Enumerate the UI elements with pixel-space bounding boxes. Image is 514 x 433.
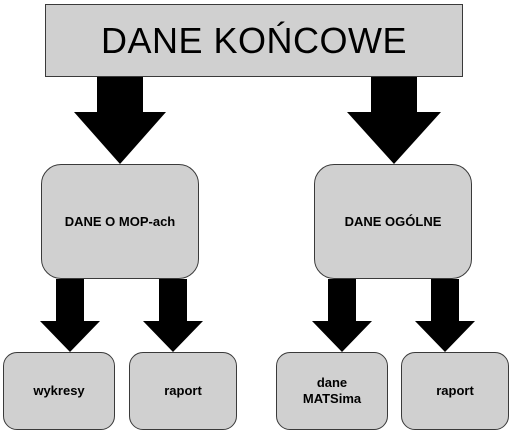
leaf-box-wykresy: wykresy <box>3 352 115 430</box>
arrow-title-to-general <box>347 77 441 164</box>
leaf-box-raport-general: raport <box>401 352 509 430</box>
leaf-box-dane-matsima: dane MATSima <box>276 352 388 430</box>
leaf-box-raport-mop: raport <box>129 352 237 430</box>
leaf-label-wykresy: wykresy <box>33 383 85 398</box>
branch-label-mop: DANE O MOP-ach <box>64 214 176 229</box>
arrow-mop-to-raport <box>143 279 203 352</box>
arrow-mop-to-wykresy <box>40 279 100 352</box>
branch-box-mop: DANE O MOP-ach <box>41 164 199 279</box>
leaf-label-raport-general: raport <box>436 383 474 398</box>
arrow-general-to-matsima <box>312 279 372 352</box>
diagram-title-box: DANE KOŃCOWE <box>45 4 463 77</box>
branch-box-general: DANE OGÓLNE <box>314 164 472 279</box>
arrow-title-to-mop <box>74 77 166 164</box>
leaf-label-matsima: MATSima <box>302 391 362 406</box>
leaf-label-raport-mop: raport <box>164 383 202 398</box>
diagram-title: DANE KOŃCOWE <box>100 19 408 61</box>
leaf-label-dane: dane <box>316 375 348 390</box>
arrow-general-to-raport <box>415 279 475 352</box>
branch-label-general: DANE OGÓLNE <box>344 214 442 229</box>
